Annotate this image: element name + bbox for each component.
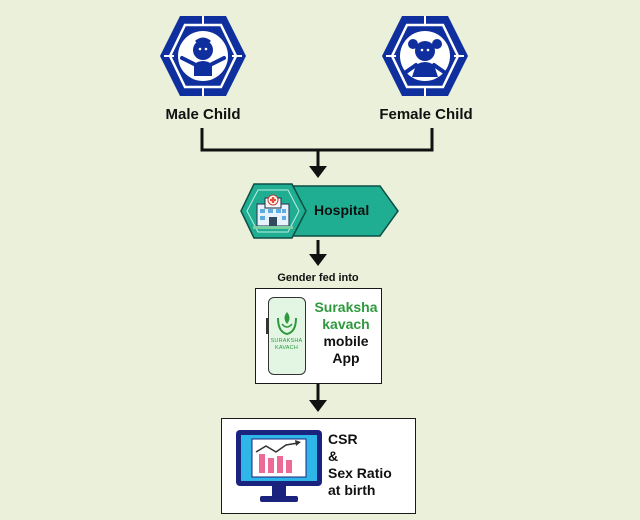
output-line2: & [328,448,339,464]
output-box: CSR & Sex Ratio at birth [221,418,416,514]
phone-icon: SURAKSHA KAVACH [266,297,306,375]
app-text: Suraksha kavach mobile App [312,299,380,367]
phone-logo-text-2: KAVACH [274,345,298,351]
output-line3: Sex Ratio [328,465,392,481]
output-line4: at birth [328,482,376,498]
hospital-icon [253,194,293,229]
app-line3: mobile [323,333,369,349]
suraksha-kavach-logo [277,312,297,336]
female-child-node [380,12,470,100]
output-text: CSR & Sex Ratio at birth [328,431,414,499]
merge-connector [200,128,434,152]
hospital-label: Hospital [314,202,370,218]
monitor-chart-icon [236,430,322,502]
app-name-line1: Suraksha [314,299,378,315]
app-box: SURAKSHA KAVACH Suraksha kavach mobile A… [255,288,382,384]
male-child-label: Male Child [165,106,241,123]
gender-fed-label: Gender fed into [277,272,359,284]
phone-logo-text-1: SURAKSHA [270,338,303,344]
app-name-line2: kavach [322,316,370,332]
female-child-label: Female Child [379,106,473,123]
output-line1: CSR [328,431,358,447]
girl-child-icon [382,16,468,96]
app-line4: App [332,350,360,366]
hospital-node: Hospital [240,182,402,240]
male-child-node [158,12,248,100]
boy-child-icon [160,16,246,96]
